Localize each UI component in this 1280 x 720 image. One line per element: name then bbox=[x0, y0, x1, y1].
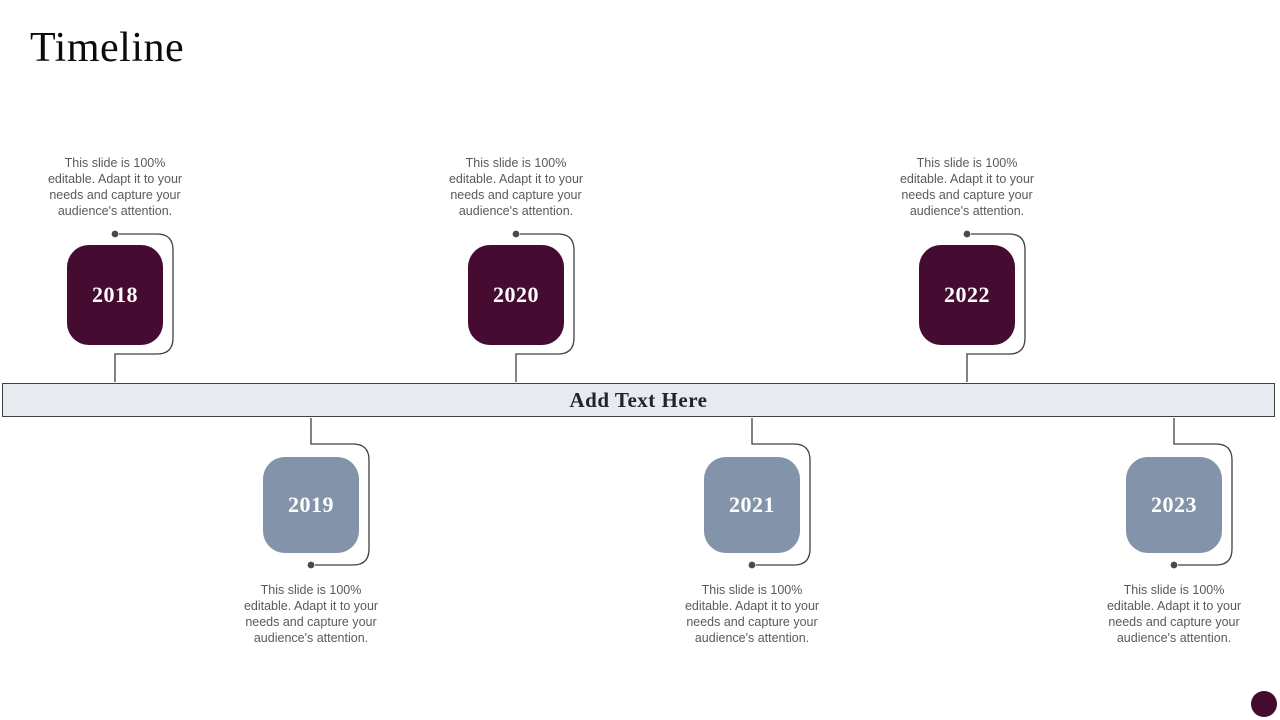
bar-label: Add Text Here bbox=[569, 387, 708, 412]
milestone-description-2023[interactable]: This slide is 100% editable. Adapt it to… bbox=[1069, 582, 1279, 646]
description-line: audience's attention. bbox=[253, 631, 369, 645]
description-line: This slide is 100% bbox=[465, 156, 567, 170]
anchor-dot-2021 bbox=[748, 561, 756, 569]
description-line: editable. Adapt it to your bbox=[684, 599, 820, 613]
description-line: editable. Adapt it to your bbox=[899, 172, 1035, 186]
description-line: audience's attention. bbox=[458, 204, 574, 218]
description-line: needs and capture your bbox=[1108, 615, 1240, 629]
description-line: audience's attention. bbox=[694, 631, 810, 645]
milestone-description-2019[interactable]: This slide is 100% editable. Adapt it to… bbox=[206, 582, 416, 646]
anchor-dot-2020 bbox=[512, 230, 520, 238]
milestone-card-2020[interactable]: 2020 bbox=[468, 245, 564, 345]
brand-dot bbox=[1251, 691, 1277, 717]
description-line: needs and capture your bbox=[245, 615, 377, 629]
description-line: editable. Adapt it to your bbox=[448, 172, 584, 186]
milestone-description-2022[interactable]: This slide is 100% editable. Adapt it to… bbox=[862, 155, 1072, 219]
milestone-description-2021[interactable]: This slide is 100% editable. Adapt it to… bbox=[647, 582, 857, 646]
year-label: 2018 bbox=[92, 282, 138, 307]
anchor-dot-2022 bbox=[963, 230, 971, 238]
anchor-dot-2023 bbox=[1170, 561, 1178, 569]
milestone-description-2018[interactable]: This slide is 100% editable. Adapt it to… bbox=[10, 155, 220, 219]
description-line: needs and capture your bbox=[450, 188, 582, 202]
year-label: 2021 bbox=[729, 492, 775, 517]
description-line: needs and capture your bbox=[49, 188, 181, 202]
milestone-card-2022[interactable]: 2022 bbox=[919, 245, 1015, 345]
description-line: editable. Adapt it to your bbox=[1106, 599, 1242, 613]
milestone-card-2023[interactable]: 2023 bbox=[1126, 457, 1222, 553]
milestone-card-2021[interactable]: 2021 bbox=[704, 457, 800, 553]
description-line: needs and capture your bbox=[686, 615, 818, 629]
description-line: This slide is 100% bbox=[260, 583, 362, 597]
milestone-description-2020[interactable]: This slide is 100% editable. Adapt it to… bbox=[411, 155, 621, 219]
description-line: needs and capture your bbox=[901, 188, 1033, 202]
milestone-card-2019[interactable]: 2019 bbox=[263, 457, 359, 553]
description-line: audience's attention. bbox=[909, 204, 1025, 218]
year-label: 2020 bbox=[493, 282, 539, 307]
description-line: This slide is 100% bbox=[701, 583, 803, 597]
anchor-dot-2018 bbox=[111, 230, 119, 238]
timeline-bar[interactable]: Add Text Here bbox=[2, 383, 1275, 417]
description-line: This slide is 100% bbox=[64, 156, 166, 170]
year-label: 2023 bbox=[1151, 492, 1197, 517]
description-line: editable. Adapt it to your bbox=[47, 172, 183, 186]
description-line: This slide is 100% bbox=[1123, 583, 1225, 597]
slide-title[interactable]: Timeline bbox=[30, 25, 185, 71]
anchor-dot-2019 bbox=[307, 561, 315, 569]
description-line: audience's attention. bbox=[57, 204, 173, 218]
year-label: 2022 bbox=[944, 282, 990, 307]
description-line: editable. Adapt it to your bbox=[243, 599, 379, 613]
milestone-card-2018[interactable]: 2018 bbox=[67, 245, 163, 345]
year-label: 2019 bbox=[288, 492, 334, 517]
description-line: This slide is 100% bbox=[916, 156, 1018, 170]
description-line: audience's attention. bbox=[1116, 631, 1232, 645]
